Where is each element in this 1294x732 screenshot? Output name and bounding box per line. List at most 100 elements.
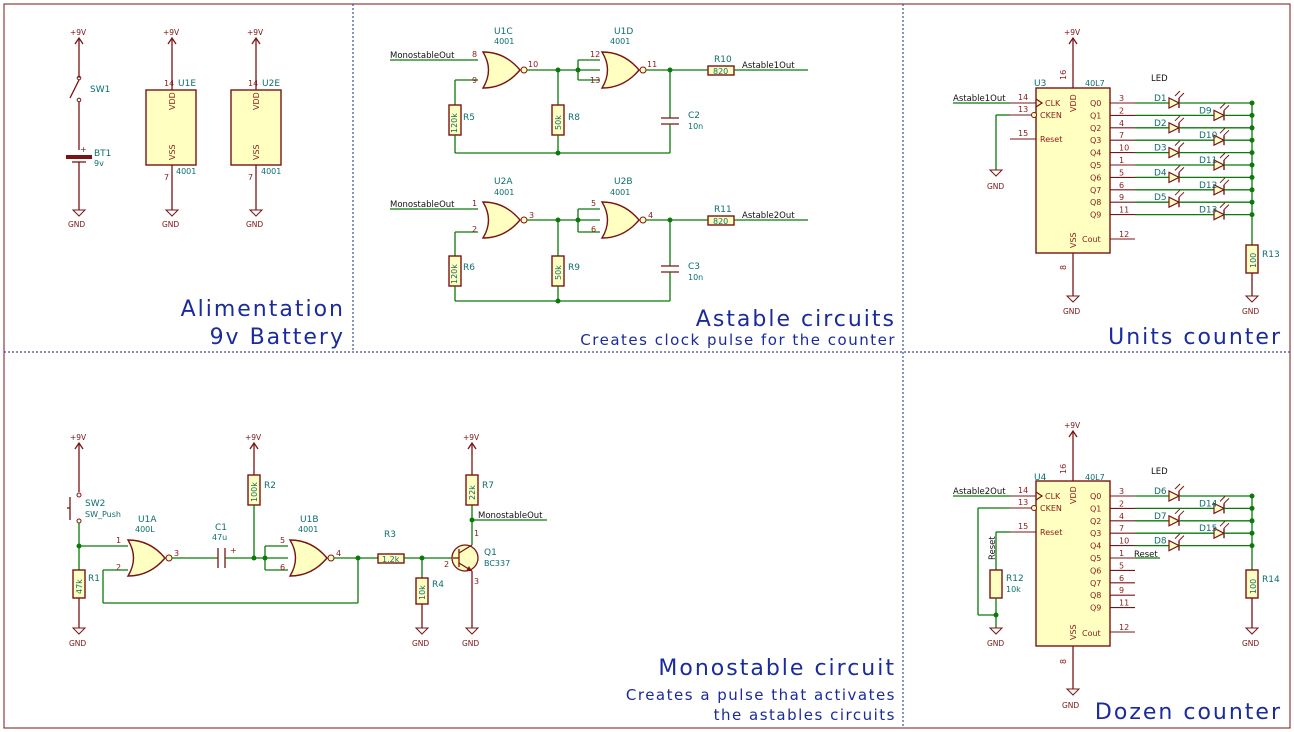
pin-label: 12 — [590, 50, 600, 59]
pin-label: 6 — [280, 563, 285, 572]
vcc-label: +9V — [163, 28, 180, 37]
output-pin-q2: Q2 — [1090, 124, 1101, 133]
led-ref: D3 — [1154, 144, 1167, 154]
pin-label: 15 — [1018, 522, 1028, 531]
pin-label: 3 — [529, 211, 534, 220]
pin-label: 11 — [647, 60, 657, 69]
net-reset: Reset — [988, 536, 998, 560]
vcc-symbol: +9V — [70, 28, 87, 60]
output-pin-q5: Q5 — [1090, 554, 1101, 563]
pin-label: 1 — [474, 529, 479, 538]
r8-value: 50k — [554, 115, 563, 130]
q1-ref: Q1 — [484, 548, 497, 558]
astable-section: MonostableOut R5 120k U1C 4001 8 9 10 — [390, 27, 895, 349]
u1b-gate — [288, 539, 328, 577]
u1c-value: 4001 — [494, 37, 514, 46]
r11-ref: R11 — [714, 205, 732, 215]
u4-counter-ic — [1035, 480, 1111, 647]
u3-value: 40L7 — [1085, 79, 1105, 88]
output-pin-q4: Q4 — [1090, 542, 1101, 551]
u1d-ref: U1D — [614, 27, 633, 37]
pin-label: 10 — [1119, 537, 1129, 546]
led-d3: D3 — [1154, 140, 1185, 159]
vcc-label: +9V — [1064, 28, 1081, 37]
r9-value: 50k — [554, 265, 563, 280]
r13-ref: R13 — [1262, 250, 1280, 260]
section-dividers — [4, 4, 1290, 728]
led-d8: D8 — [1154, 533, 1185, 552]
pin-label: 5 — [1119, 168, 1124, 177]
c1-ref: C1 — [215, 523, 227, 533]
net-astable1-out: Astable1Out — [742, 61, 795, 71]
led-ref: D1 — [1154, 94, 1167, 104]
pin-label: 15 — [1018, 129, 1028, 138]
pin-label: 10 — [1119, 144, 1129, 153]
u1a-gate — [126, 539, 166, 577]
vss-pin: VSS — [1069, 232, 1078, 248]
r2-value: 100k — [250, 482, 259, 502]
pin-label: 1 — [1119, 156, 1124, 165]
r3-ref: R3 — [384, 530, 396, 540]
vdd-pin: VDD — [1069, 94, 1078, 112]
pin-label: 1 — [1119, 549, 1124, 558]
vdd-pin: VDD — [168, 92, 177, 110]
c2-ref: C2 — [688, 111, 700, 121]
alimentation-section: +9V SW1 BT1 9v + GND +9V — [66, 28, 343, 350]
led-ref: D9 — [1199, 106, 1212, 116]
gnd-label: GND — [162, 220, 179, 229]
led-d11: D11 — [1199, 152, 1230, 171]
u2e-power-unit: +9V 14 U2E VDD VSS 7 4001 GND — [230, 28, 282, 229]
pin-label: 2 — [116, 563, 121, 572]
led-ref: D12 — [1199, 181, 1217, 191]
u2a-value: 4001 — [494, 188, 514, 197]
led-d9: D9 — [1199, 103, 1230, 122]
pin-label: 4 — [336, 549, 341, 558]
pin-label: 8 — [1059, 265, 1068, 270]
clk-pin: CLK — [1045, 99, 1061, 108]
transistor-q1: Q1 BC337 1 2 3 — [444, 529, 510, 586]
pin-label: 4 — [648, 211, 653, 220]
led-d1: D1 — [1154, 90, 1185, 109]
r12-ref: R12 — [1006, 574, 1024, 584]
r3-value: 1.2k — [382, 555, 400, 564]
r6-ref: R6 — [463, 263, 475, 273]
gnd-label: GND — [1063, 307, 1080, 316]
gnd-label: GND — [69, 639, 86, 648]
net-reset-q5: Reset — [1134, 550, 1158, 560]
vcc-label: +9V — [70, 28, 87, 37]
r11-value: 820 — [713, 217, 728, 226]
gnd-label: GND — [246, 220, 263, 229]
c2-value: 10n — [688, 122, 703, 131]
led-label: LED — [1151, 74, 1168, 84]
led-ref: D5 — [1154, 193, 1167, 203]
pin-label: 6 — [1119, 181, 1124, 190]
output-pin-q1: Q1 — [1090, 504, 1101, 513]
led-d7: D7 — [1154, 508, 1185, 527]
pin-label: 5 — [1119, 561, 1124, 570]
pin-label: 8 — [472, 50, 477, 59]
led-ref: D7 — [1154, 512, 1167, 522]
bt1-ref: BT1 — [94, 149, 111, 159]
led-d14: D14 — [1199, 496, 1230, 515]
reset-pin: Reset — [1040, 135, 1062, 144]
led-d6: D6 — [1154, 483, 1185, 502]
r5-ref: R5 — [463, 113, 475, 123]
r10-ref: R10 — [714, 55, 732, 65]
pin-label: 13 — [1018, 498, 1028, 507]
pin-label: 1 — [116, 536, 121, 545]
output-pin-q3: Q3 — [1090, 529, 1101, 538]
led-ref: D8 — [1154, 537, 1167, 547]
r13-value: 100 — [1249, 253, 1258, 268]
u1c-ref: U1C — [494, 27, 513, 37]
pin-label: 16 — [1059, 464, 1068, 474]
cout-pin: Cout — [1082, 235, 1101, 244]
astable-2: MonostableOut R6 120k U2A 4001 1 2 3 — [390, 177, 808, 304]
vss-pin: VSS — [168, 144, 177, 160]
net-monostable-out: MonostableOut — [390, 51, 455, 61]
pin-label: 9 — [472, 76, 477, 85]
q1-value: BC337 — [484, 559, 510, 568]
u3-counter-ic — [1035, 87, 1111, 254]
pin-label: 13 — [590, 76, 600, 85]
u1e-ref: U1E — [178, 79, 196, 89]
r7-ref: R7 — [482, 481, 494, 491]
